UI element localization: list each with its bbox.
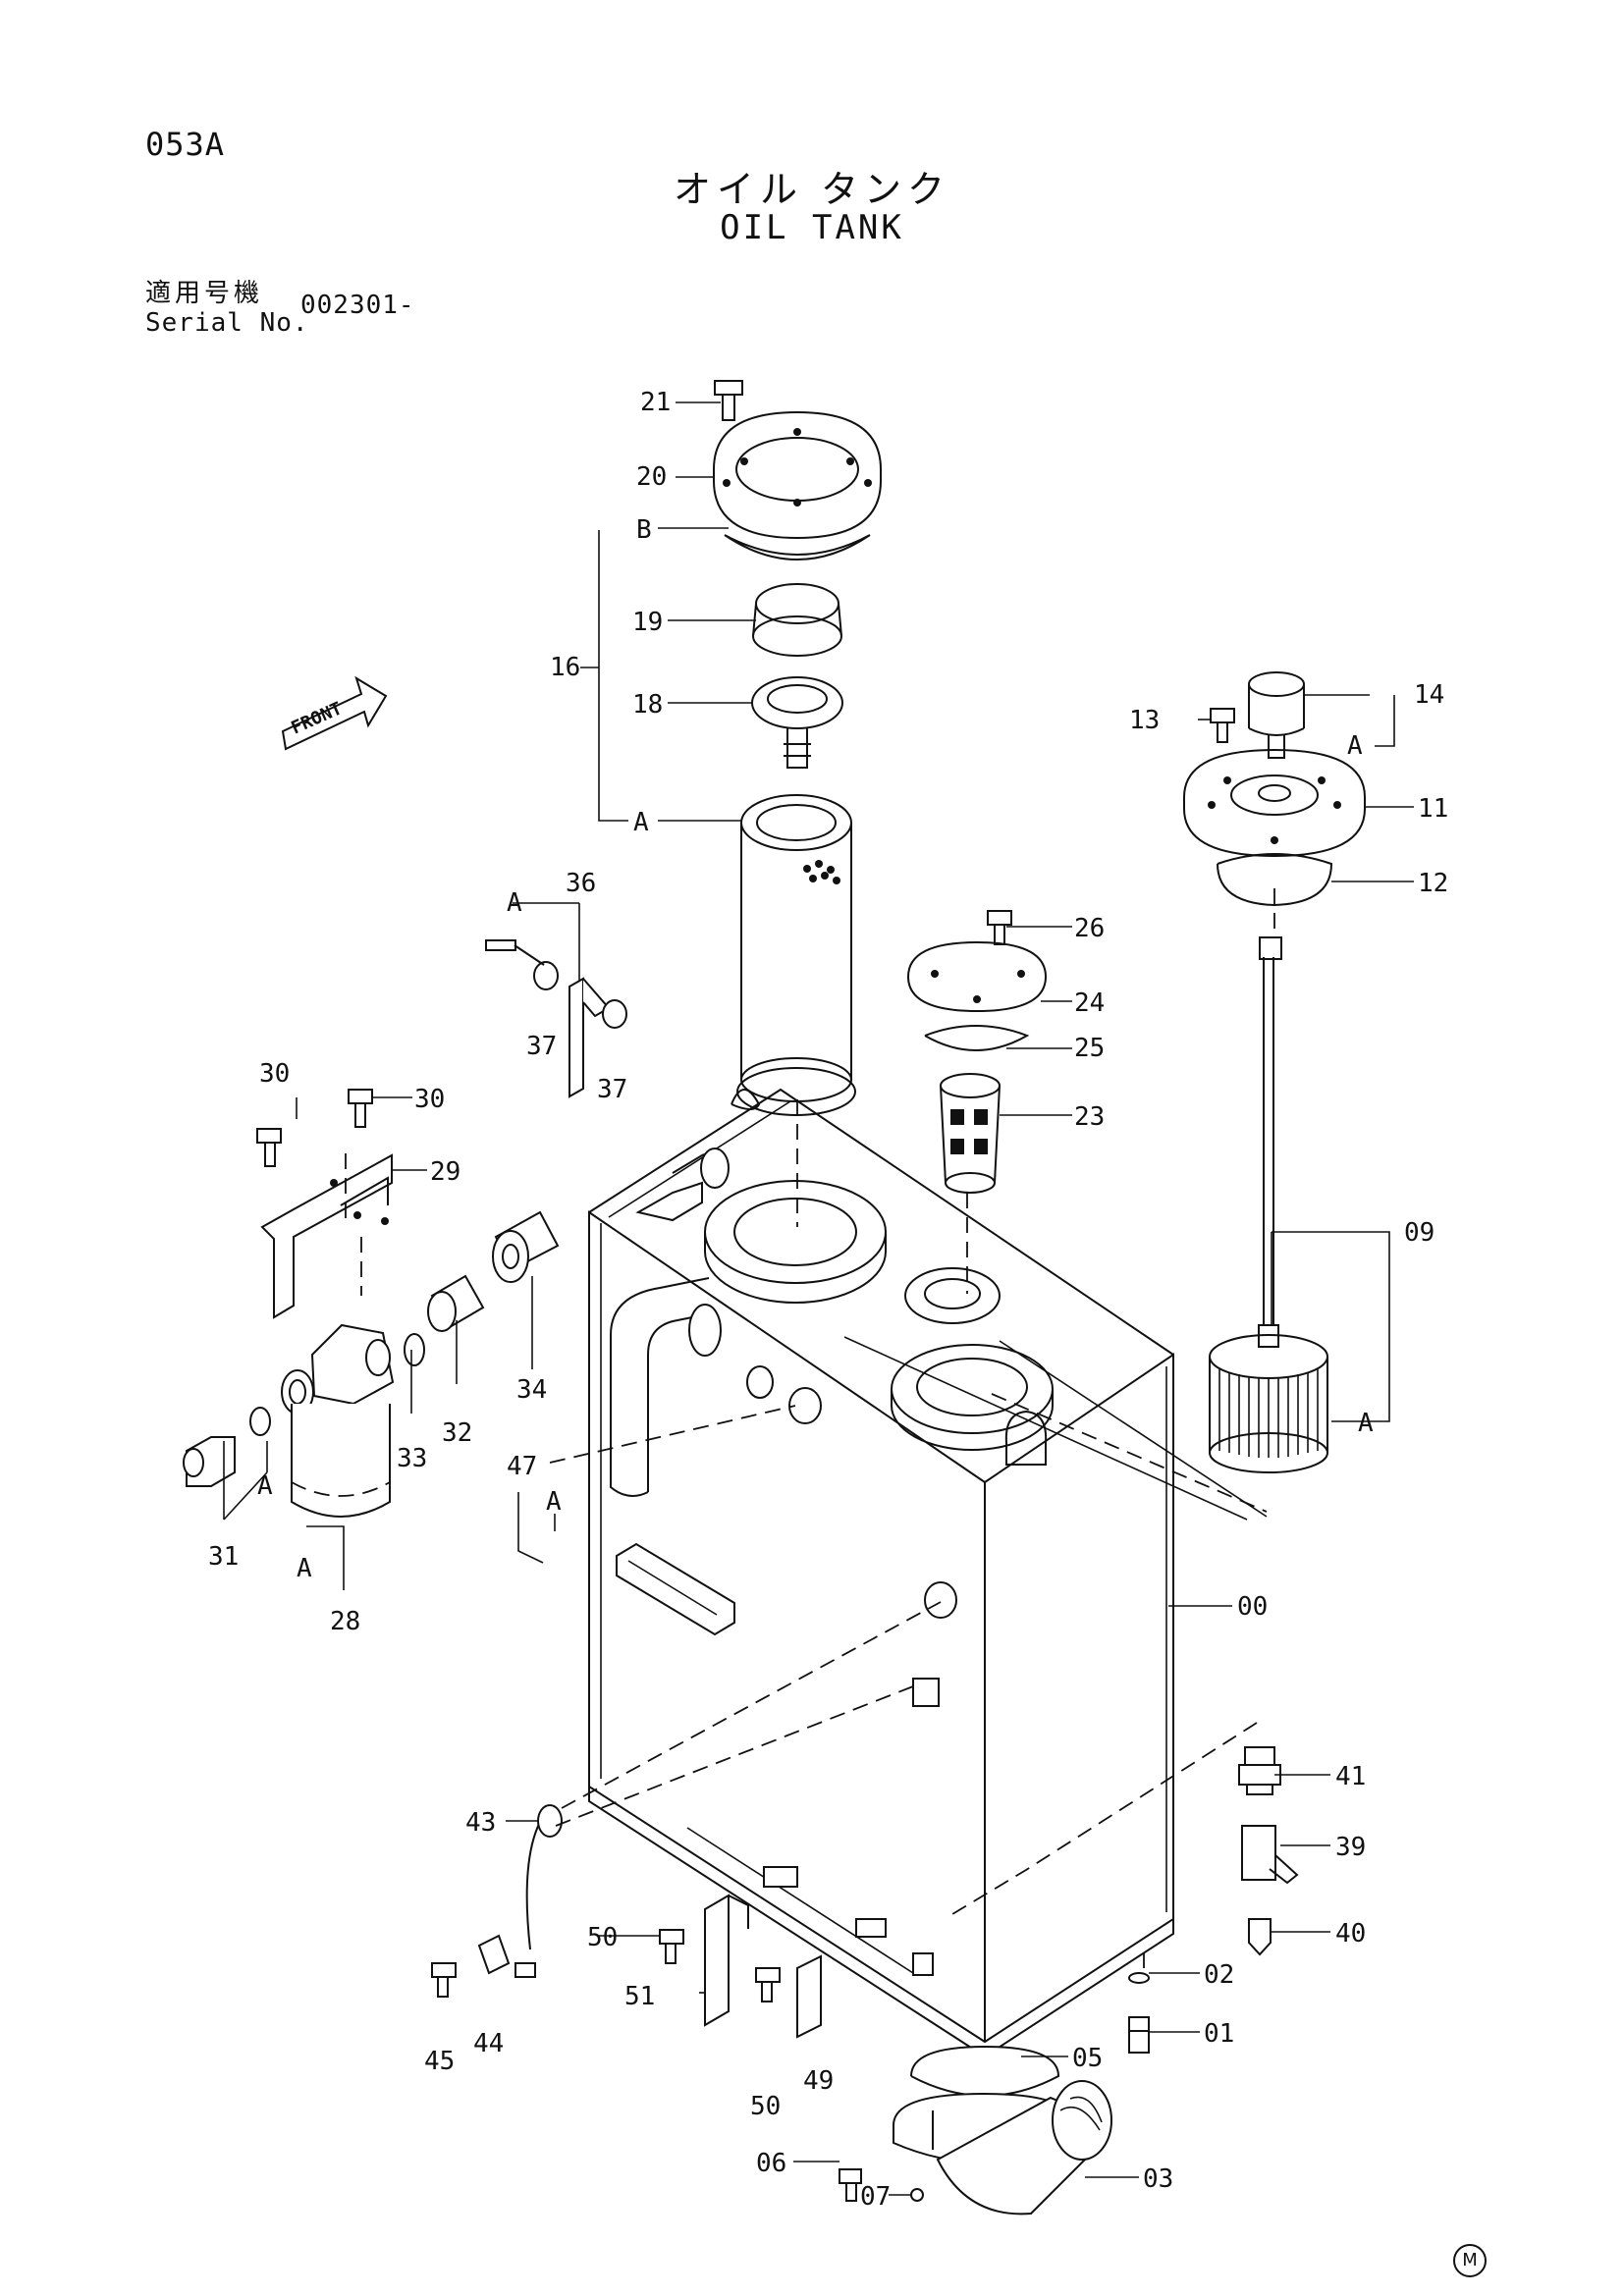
breather-cap [907,940,1048,1013]
callout-50-left: 50 [587,1923,618,1952]
gauge-screw [1210,708,1235,743]
level-gauge-float [1209,1324,1328,1473]
cover-gasket [724,534,871,561]
return-pipe-tee [635,1148,730,1222]
callout-01: 01 [1204,2019,1234,2049]
level-gauge-rod [1259,936,1282,1325]
callout-39: 39 [1335,1833,1366,1862]
callout-31: 31 [208,1542,239,1572]
callout-06: 06 [756,2149,786,2178]
callout-21: 21 [640,388,671,417]
callout-a-strainer: A [633,808,649,837]
breather-bolt [987,910,1012,945]
callout-a-float: A [1358,1409,1374,1438]
drain-valve-assembly [1238,1746,1299,1956]
page-title-japanese: オイル タンク [673,168,951,211]
callout-49: 49 [803,2066,834,2096]
callout-45: 45 [424,2047,455,2076]
line-filter-element [291,1404,391,1518]
callout-30-left: 30 [259,1059,290,1089]
callout-a-switch: A [1347,731,1363,761]
callout-50-right: 50 [750,2092,781,2121]
callout-32: 32 [442,1418,472,1448]
relief-valve [751,676,843,769]
callout-37-right: 37 [597,1075,627,1104]
callout-41: 41 [1335,1762,1366,1791]
callout-03: 03 [1143,2164,1173,2194]
callout-51: 51 [624,1982,655,2011]
callout-11: 11 [1418,794,1448,824]
callout-a-filter-fitting: A [257,1471,273,1501]
breather-gasket [924,1025,1030,1051]
cover-flange [713,410,882,540]
leader-lines [223,401,1414,2196]
lifting-eye [731,1089,1048,1466]
manufacturer-mark: M [1453,2244,1487,2277]
page-title: OIL TANK [720,208,904,247]
tank-handle-bracket [616,1542,735,1636]
callout-33: 33 [397,1444,427,1473]
top-port-flange-large [704,1180,887,1304]
callout-13: 13 [1129,706,1160,735]
serial-label-japanese: 適用号機 [145,279,264,308]
lower-bolts [431,1929,924,2202]
callout-05: 05 [1072,2044,1103,2073]
filter-bracket [260,1153,393,1319]
top-port-flange-small [904,1267,1001,1324]
callout-16: 16 [550,653,580,682]
callout-40: 40 [1335,1919,1366,1949]
clamp-blocks [763,1678,940,1976]
gauge-flange [1183,748,1366,858]
callout-30-right: 30 [414,1085,445,1114]
side-ports [746,1365,957,1619]
callout-47: 47 [507,1452,537,1481]
callout-26: 26 [1074,914,1105,943]
page-code: 053A [145,126,226,163]
suction-pipe-bend [610,1277,722,1497]
front-arrow-icon: FRONT [281,675,388,751]
sensor-switch [1248,671,1305,759]
serial-number-range: 002301- [300,291,415,320]
callout-14: 14 [1414,680,1444,710]
suction-elbow [893,2045,1112,2216]
callout-44: 44 [473,2029,504,2058]
callout-43: 43 [465,1808,496,1838]
callout-19: 19 [632,608,663,637]
callout-20: 20 [636,462,667,492]
callout-36: 36 [566,869,596,898]
callout-12: 12 [1418,869,1448,898]
o-ring [752,583,842,657]
callout-23: 23 [1074,1102,1105,1132]
strainer-housing [736,794,856,1116]
callout-b: B [636,515,652,545]
callout-29: 29 [430,1157,460,1187]
callout-02: 02 [1204,1960,1234,1990]
part-callouts: 21 20 B 19 16 18 A 14 13 A 11 12 36 A 37… [208,388,1448,2212]
callout-a-elbow: A [546,1487,562,1517]
filter-screws [256,1089,373,1167]
callout-a-filter: A [297,1554,312,1583]
line-filter-head [281,1323,395,1415]
callout-18: 18 [632,690,663,720]
mounting-brackets-lower [477,1804,822,2039]
top-port-flange-gauge [891,1344,1054,1451]
callout-07: 07 [860,2182,891,2212]
callout-28: 28 [330,1607,360,1636]
filter-fittings [183,1210,560,1487]
assembly-dash-lines [345,888,1275,1968]
callout-00: 00 [1237,1592,1268,1622]
callout-25: 25 [1074,1034,1105,1063]
callout-09: 09 [1404,1218,1435,1248]
strap-bracket [485,939,627,1098]
drain-plug [1128,1972,1150,2054]
serial-label: Serial No. [145,308,309,338]
callout-37-left: 37 [526,1032,557,1061]
callout-a-bracket: A [507,888,522,918]
cover-bolt [714,380,743,421]
callout-34: 34 [516,1375,547,1405]
gauge-gasket [1217,853,1333,907]
callout-24: 24 [1074,988,1105,1018]
breather-element [940,1073,1001,1194]
